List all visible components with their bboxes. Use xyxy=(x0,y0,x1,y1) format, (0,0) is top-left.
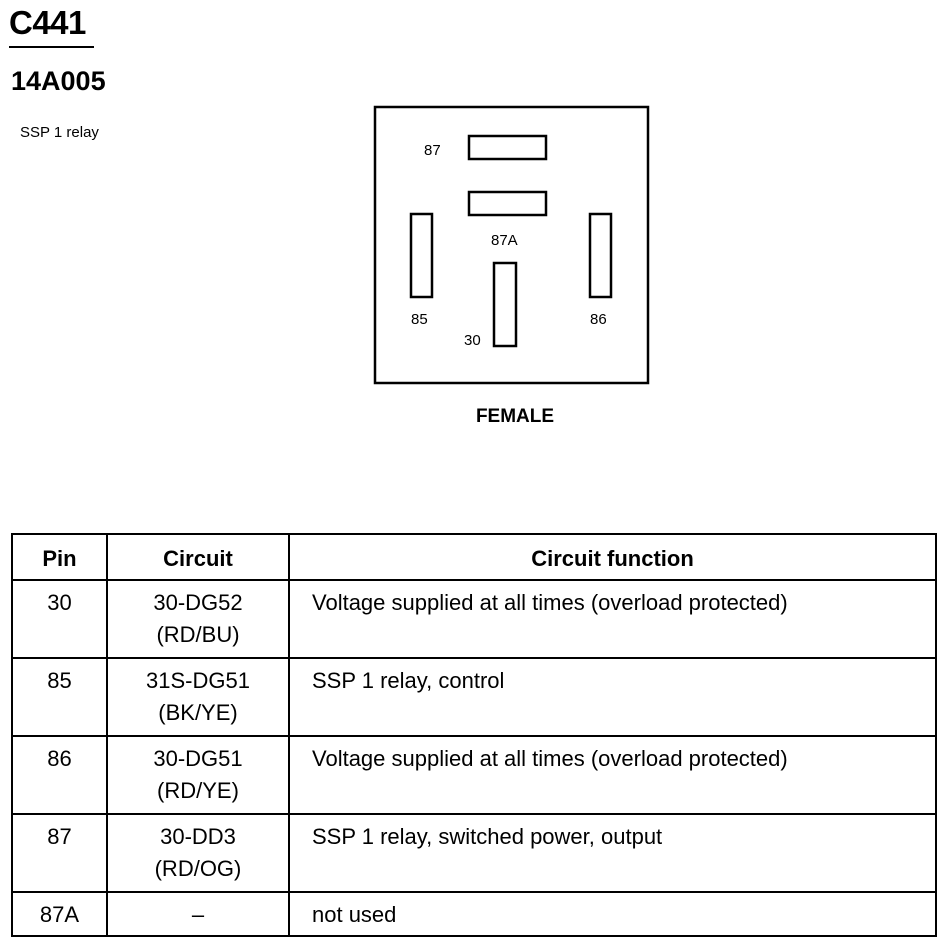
wire-color: (RD/YE) xyxy=(157,777,239,803)
wire-color: (RD/BU) xyxy=(156,621,240,647)
table-row: 87A – not used xyxy=(11,891,937,937)
circuit-id: – xyxy=(191,902,205,927)
pin-table: Pin Circuit Circuit function 30 30-DG52 … xyxy=(11,533,937,937)
circuit-id: 30-DG51 xyxy=(153,746,243,771)
terminal-85 xyxy=(409,212,434,299)
function-cell: SSP 1 relay, switched power, output xyxy=(288,813,937,893)
connector-face-diagram: 87 87A 85 30 86 xyxy=(373,105,650,385)
table-row: 30 30-DG52 (RD/BU) Voltage supplied at a… xyxy=(11,579,937,659)
terminal-87 xyxy=(467,134,548,161)
connector-gender-label: FEMALE xyxy=(475,406,555,427)
header-pin: Pin xyxy=(11,533,108,581)
pin-cell: 86 xyxy=(11,735,108,815)
terminal-85-label: 85 xyxy=(411,311,428,328)
header-circuit: Circuit xyxy=(106,533,290,581)
circuit-cell: 30-DG51 (RD/YE) xyxy=(106,735,290,815)
terminal-86-label: 86 xyxy=(590,311,607,328)
pin-cell: 85 xyxy=(11,657,108,737)
table-row: 85 31S-DG51 (BK/YE) SSP 1 relay, control xyxy=(11,657,937,737)
terminal-87a-label: 87A xyxy=(491,232,518,249)
circuit-id: 30-DG52 xyxy=(153,590,243,615)
function-cell: SSP 1 relay, control xyxy=(288,657,937,737)
circuit-id: 30-DD3 xyxy=(160,824,236,849)
terminal-87a xyxy=(467,190,548,217)
connector-id: C441 xyxy=(9,4,86,41)
wire-color: (RD/OG) xyxy=(154,855,242,881)
wire-color: (BK/YE) xyxy=(158,699,238,725)
table-row: 87 30-DD3 (RD/OG) SSP 1 relay, switched … xyxy=(11,813,937,893)
circuit-cell: 30-DG52 (RD/BU) xyxy=(106,579,290,659)
circuit-cell: 30-DD3 (RD/OG) xyxy=(106,813,290,893)
function-cell: Voltage supplied at all times (overload … xyxy=(288,735,937,815)
terminal-86 xyxy=(588,212,613,299)
circuit-cell: 31S-DG51 (BK/YE) xyxy=(106,657,290,737)
pin-cell: 87 xyxy=(11,813,108,893)
pin-cell: 87A xyxy=(11,891,108,937)
pin-cell: 30 xyxy=(11,579,108,659)
terminal-87-label: 87 xyxy=(424,142,441,159)
circuit-id: 31S-DG51 xyxy=(146,668,250,693)
terminal-30-label: 30 xyxy=(464,332,481,349)
terminal-30 xyxy=(492,261,518,348)
table-row: 86 30-DG51 (RD/YE) Voltage supplied at a… xyxy=(11,735,937,815)
table-header-row: Pin Circuit Circuit function xyxy=(11,533,937,581)
function-cell: Voltage supplied at all times (overload … xyxy=(288,579,937,659)
function-cell: not used xyxy=(288,891,937,937)
header-circuit-function: Circuit function xyxy=(288,533,937,581)
circuit-cell: – xyxy=(106,891,290,937)
component-description: SSP 1 relay xyxy=(20,124,99,141)
connector-id-underline xyxy=(9,46,94,48)
part-number: 14A005 xyxy=(11,66,106,96)
